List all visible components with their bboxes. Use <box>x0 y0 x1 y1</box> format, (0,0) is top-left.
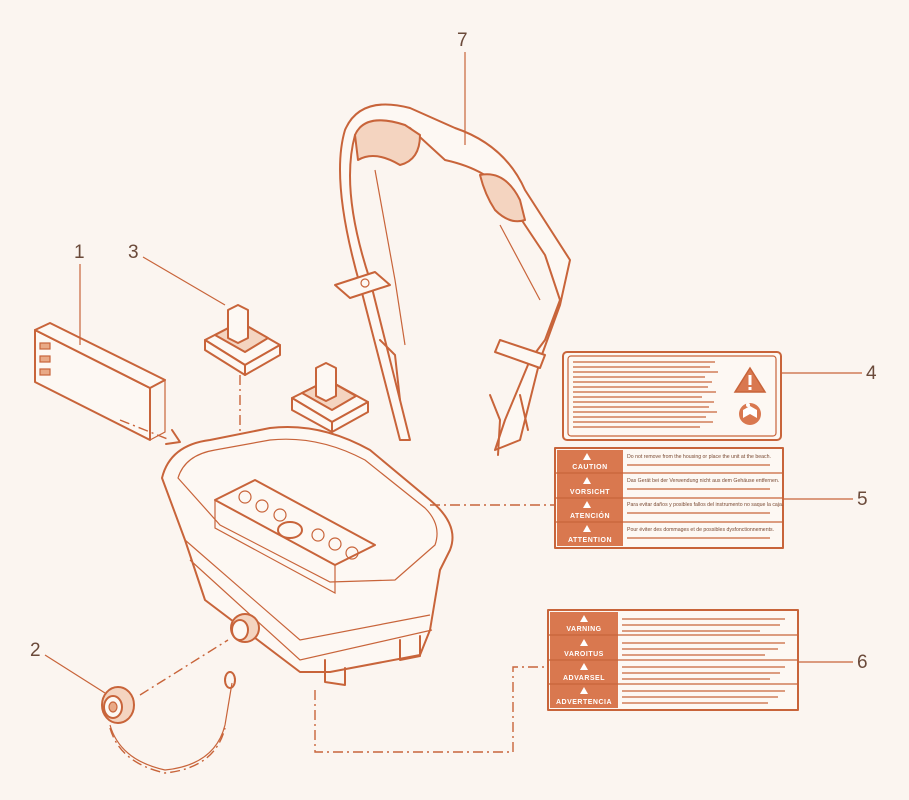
svg-text:Do not remove from the housing: Do not remove from the housing or place … <box>627 454 771 460</box>
svg-text:ADVARSEL: ADVARSEL <box>563 675 605 682</box>
svg-text:Para evitar daños y posibles f: Para evitar daños y posibles fallos del … <box>627 502 783 508</box>
part-4-warning-label <box>562 351 782 441</box>
caution-row-4: ATTENTION Pour éviter des dommages et de… <box>568 525 774 544</box>
part-3-switch-knob-left <box>204 304 281 376</box>
leader-3 <box>142 256 226 306</box>
nordic-row-3: ADVARSEL <box>563 663 785 682</box>
callout-5: 5 <box>857 489 868 510</box>
svg-text:VARNING: VARNING <box>566 626 601 633</box>
part-7-carrying-strap <box>334 103 571 456</box>
nordic-row-2: VAROITUS <box>564 639 785 658</box>
part-3-switch-knob-right <box>291 362 369 433</box>
part-5-caution-label: CAUTION Do not remove from the housing o… <box>554 447 784 549</box>
callout-1: 1 <box>74 242 85 263</box>
svg-text:ADVERTENCIA: ADVERTENCIA <box>556 699 612 706</box>
part-6-warning-label-nordic: VARNING VAROITUS ADVARSEL ADVERTENCIA <box>547 609 799 711</box>
caution-row-3: ATENCIÓN Para evitar daños y posibles fa… <box>570 501 783 520</box>
callout-4: 4 <box>866 363 877 384</box>
callout-2: 2 <box>30 640 41 661</box>
svg-text:ATTENTION: ATTENTION <box>568 537 612 544</box>
warning-text-lines <box>573 361 718 428</box>
nordic-row-1: VARNING <box>566 615 785 633</box>
svg-text:CAUTION: CAUTION <box>572 464 607 471</box>
svg-text:VORSICHT: VORSICHT <box>570 489 610 496</box>
main-housing <box>161 425 454 686</box>
part-2-cap-with-chain <box>101 639 236 774</box>
callout-3: 3 <box>128 242 139 263</box>
svg-text:Das Gerät bei der Verwendung n: Das Gerät bei der Verwendung nicht aus d… <box>627 478 779 484</box>
nordic-row-4: ADVERTENCIA <box>556 687 785 706</box>
caution-row-2: VORSICHT Das Gerät bei der Verwendung ni… <box>570 477 779 496</box>
callout-6: 6 <box>857 652 868 673</box>
callout-7: 7 <box>457 30 468 51</box>
dash-label-6 <box>314 666 548 753</box>
leader-2 <box>44 654 106 694</box>
svg-text:ATENCIÓN: ATENCIÓN <box>570 511 610 520</box>
caution-row-1: CAUTION Do not remove from the housing o… <box>572 453 771 471</box>
svg-text:Pour éviter des dommages et de: Pour éviter des dommages et de possibles… <box>627 527 774 533</box>
svg-text:VAROITUS: VAROITUS <box>564 651 604 658</box>
part-1-battery <box>34 322 181 445</box>
